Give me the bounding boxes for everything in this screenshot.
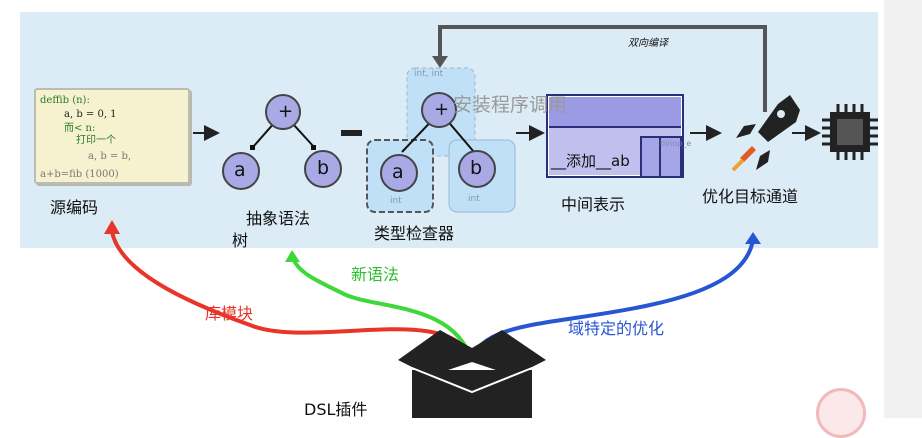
ast-label: 抽象语法 [246,209,311,228]
type-annotation: int [468,194,480,204]
library-label: 库模块 [205,304,254,323]
ir-window [546,94,684,178]
ast-node-b [304,150,342,188]
typed-right-label: b [470,157,483,179]
rocket-icon [731,95,800,172]
ast-tree [222,94,342,190]
ast-left-label: a [234,159,246,181]
box-icon [398,330,546,418]
optimization-label: 域特定的优化 [568,319,665,338]
typed-left-label: a [392,161,404,183]
code-line: a, b = b, [88,151,132,162]
ir-text: __添加__ab [551,152,630,170]
type-checker-label: 类型检查器 [374,224,455,243]
code-line: deffib (n): [40,95,90,106]
diagram-graphics [104,25,878,418]
ir-binop-label: binop_e [660,139,692,148]
ast-node-plus [265,94,301,130]
type-annotation: int, int [414,69,444,79]
ir-label: 中间表示 [561,195,626,214]
type-checker-graphic [366,67,516,213]
source-code-box: deffib (n): a, b = 0, 1 而< n: 打印一个 a, b … [34,88,190,184]
chip-icon [822,104,878,160]
page-edge [884,0,922,418]
typed-op-label: + [434,99,450,120]
feedback-arrow [432,25,767,112]
type-annotation: int [390,196,402,206]
ast-node-a [222,152,260,190]
ast-label-line2: 树 [232,231,249,250]
code-line: 而< n: [64,123,96,134]
code-line: 打印一个 [76,135,116,146]
syntax-label: 新语法 [351,265,400,284]
dsl-plugin-label: DSL插件 [304,400,368,419]
source-label: 源编码 [50,198,99,217]
pipeline-label: 优化目标通道 [702,187,799,206]
ast-right-label: b [317,157,330,179]
code-line: a, b = 0, 1 [64,109,117,120]
ast-op-label: + [278,101,294,122]
overlay-text: 安装程序调用 [453,94,568,116]
code-line: a+b=fib (1000) [40,169,119,180]
dual-compile-label: 双向编译 [628,38,668,49]
